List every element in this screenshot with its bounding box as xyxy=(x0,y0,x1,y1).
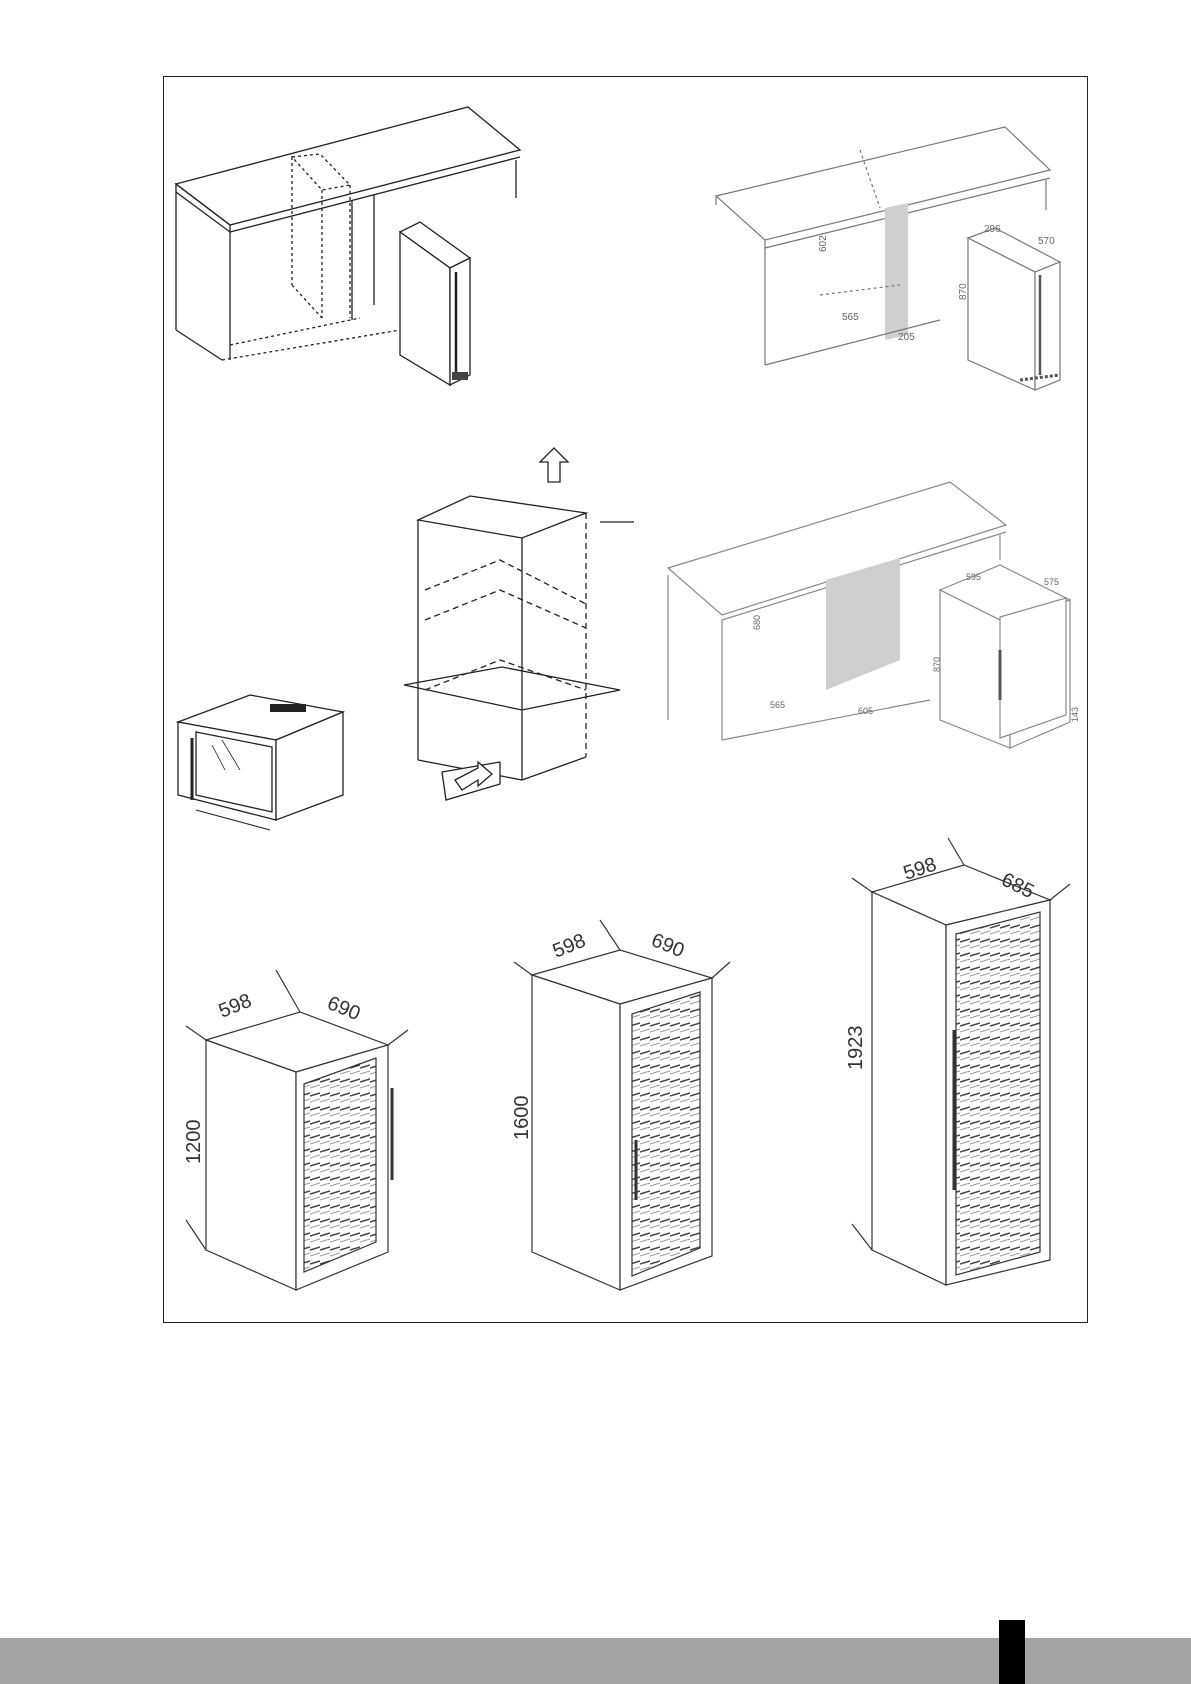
diagram-cooler-1600 xyxy=(514,920,730,1290)
dim-label: 575 xyxy=(1044,577,1059,587)
dim-label: 870 xyxy=(932,657,942,672)
dim-label: 870 xyxy=(958,283,969,300)
page-tab-marker xyxy=(999,1620,1025,1684)
dim-label-depth: 690 xyxy=(648,929,687,962)
dim-label: 570 xyxy=(1038,236,1055,247)
diagram-built-in-narrow-dimensions xyxy=(716,127,1060,390)
dim-label-height: 1200 xyxy=(183,1120,205,1165)
diagram-cabinet-ventilation xyxy=(404,448,634,800)
dim-label: 143 xyxy=(1070,707,1080,722)
dim-label: 602 xyxy=(818,235,829,252)
dim-label-width: 598 xyxy=(550,930,589,963)
dim-label: 565 xyxy=(842,312,859,323)
dim-label-width: 598 xyxy=(216,990,255,1023)
dim-label: 565 xyxy=(770,700,785,710)
diagram-cooler-1923 xyxy=(852,838,1070,1285)
diagram-cooler-1200 xyxy=(186,970,408,1290)
dim-label-height: 1600 xyxy=(511,1096,533,1141)
dim-label: 296 xyxy=(984,224,1001,235)
dim-label: 680 xyxy=(752,615,762,630)
diagram-built-in-narrow xyxy=(176,107,520,385)
dim-label-depth: 690 xyxy=(324,992,363,1025)
diagram-small-cooler xyxy=(178,695,343,830)
dim-label: 605 xyxy=(858,706,873,716)
dim-label-height: 1923 xyxy=(845,1026,867,1071)
dim-label: 595 xyxy=(966,572,981,582)
dim-label: 205 xyxy=(898,332,915,343)
